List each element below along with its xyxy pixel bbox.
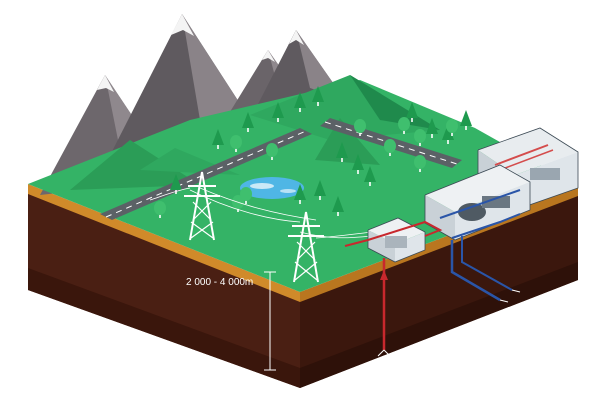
pine-tree <box>294 92 306 112</box>
pine-tree <box>294 184 306 204</box>
pine-tree <box>352 154 364 174</box>
pine-tree <box>406 102 418 122</box>
pine-tree <box>336 142 348 162</box>
pine-tree <box>426 118 438 138</box>
surface-pipe-cold <box>451 213 521 239</box>
pine-tree <box>460 110 472 130</box>
injection-well-2 <box>461 236 513 291</box>
round-tree <box>414 155 426 172</box>
pine-tree <box>332 196 344 216</box>
snow-cap-right-small <box>262 50 275 62</box>
round-tree <box>384 139 396 156</box>
power-pylon-icon <box>288 211 324 283</box>
pine-tree <box>170 174 182 194</box>
hill-back <box>250 75 440 140</box>
pine-tree <box>272 102 284 122</box>
pine-tree <box>364 166 376 186</box>
round-tree <box>154 201 166 218</box>
hill-left <box>70 140 200 190</box>
soil-bottom-band <box>28 268 300 388</box>
snow-cap-center <box>171 14 194 36</box>
geothermal-plant-icon <box>344 127 579 263</box>
soil-top-edge-left <box>28 184 300 302</box>
round-tree <box>266 143 278 160</box>
trees <box>154 86 472 218</box>
lake <box>240 177 304 199</box>
soil-side-bottom <box>300 262 578 388</box>
snow-cap-left <box>97 75 114 92</box>
pine-tree <box>212 129 224 149</box>
depth-label: 2 000 - 4 000m <box>186 277 253 288</box>
pine-tree <box>312 86 324 106</box>
pine-tree <box>314 180 326 200</box>
power-pylon-icon <box>184 171 220 241</box>
soil-front-face <box>28 190 300 388</box>
hill-right <box>315 118 380 165</box>
surface-pipe-hot <box>344 220 443 247</box>
round-tree <box>398 117 410 134</box>
depth-marker: 2 000 - 4 000m <box>186 271 276 371</box>
round-tree <box>414 129 426 146</box>
pine-tree <box>242 112 254 132</box>
round-tree <box>354 119 366 136</box>
soil-side-face <box>300 192 578 388</box>
turbine-building <box>424 164 531 241</box>
pine-tree <box>442 124 454 144</box>
injection-well-1 <box>450 240 501 302</box>
round-tree <box>230 135 242 152</box>
snow-cap-right <box>289 30 304 45</box>
wells <box>377 236 521 357</box>
round-tree <box>446 119 458 136</box>
round-tree <box>240 187 252 204</box>
